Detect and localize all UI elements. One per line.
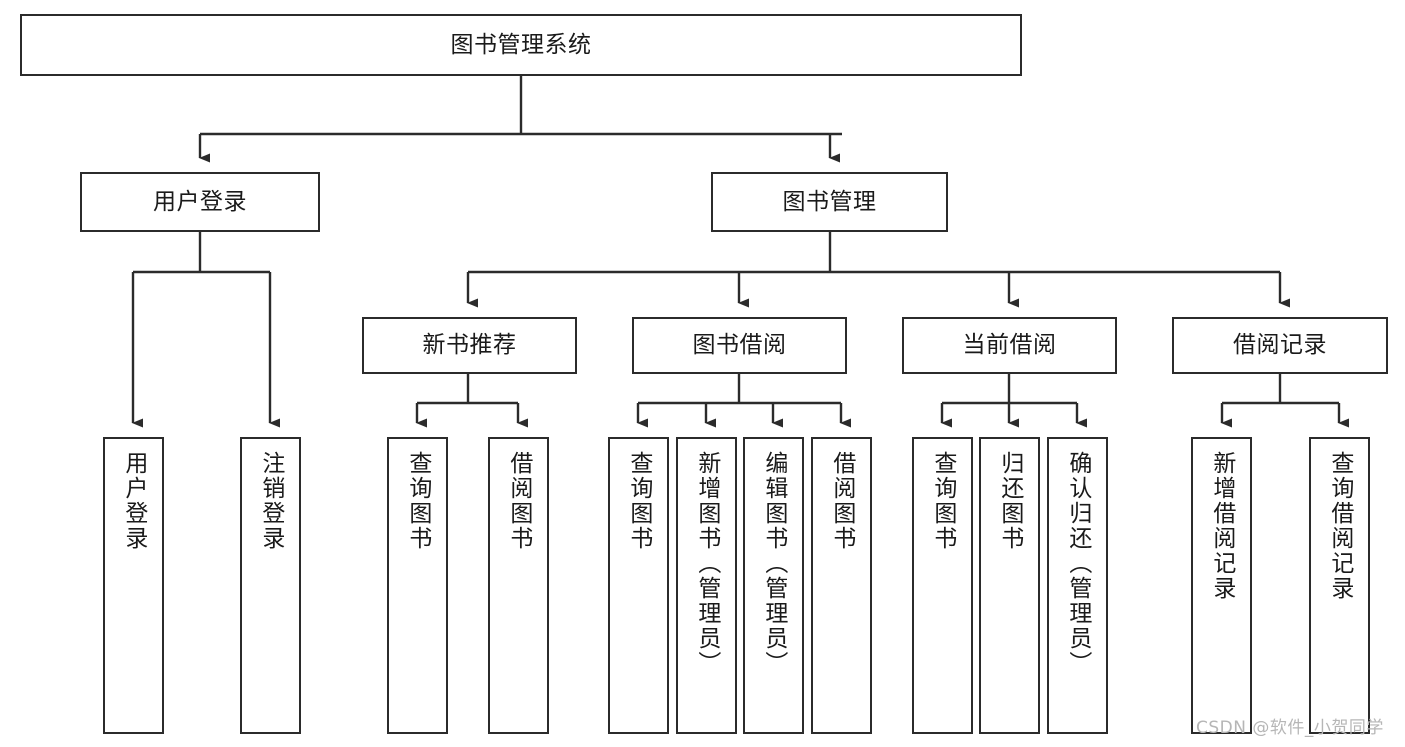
- node-leaf-query-book-new[interactable]: 查询图书: [387, 437, 448, 734]
- node-borrow-record[interactable]: 借阅记录: [1172, 317, 1388, 374]
- node-leaf-add-book-admin[interactable]: 新增图书（管理员）: [676, 437, 737, 734]
- node-book-manage[interactable]: 图书管理: [711, 172, 948, 232]
- node-label: 编辑图书（管理员）: [760, 451, 787, 676]
- node-leaf-query-book-borrow[interactable]: 查询图书: [608, 437, 669, 734]
- node-leaf-edit-book-admin[interactable]: 编辑图书（管理员）: [743, 437, 804, 734]
- node-book-borrow[interactable]: 图书借阅: [632, 317, 847, 374]
- node-new-book-recommendation[interactable]: 新书推荐: [362, 317, 577, 374]
- node-leaf-borrow-book-borrow[interactable]: 借阅图书: [811, 437, 872, 734]
- node-label: 注销登录: [257, 451, 284, 551]
- node-leaf-query-borrow-record[interactable]: 查询借阅记录: [1309, 437, 1370, 734]
- node-current-borrow[interactable]: 当前借阅: [902, 317, 1117, 374]
- node-label: 新书推荐: [422, 332, 517, 359]
- node-label: 图书借阅: [692, 332, 787, 359]
- node-label: 借阅记录: [1233, 332, 1327, 359]
- node-leaf-return-book[interactable]: 归还图书: [979, 437, 1040, 734]
- node-label: 新增借阅记录: [1208, 451, 1235, 601]
- node-leaf-borrow-book-new[interactable]: 借阅图书: [488, 437, 549, 734]
- node-label: 查询图书: [929, 451, 956, 551]
- node-label: 查询图书: [404, 451, 431, 551]
- node-user-login[interactable]: 用户登录: [80, 172, 320, 232]
- node-label: 归还图书: [996, 451, 1023, 551]
- node-label: 用户登录: [120, 451, 147, 551]
- node-leaf-logout[interactable]: 注销登录: [240, 437, 301, 734]
- node-label: 图书管理系统: [450, 31, 592, 58]
- node-leaf-add-borrow-record[interactable]: 新增借阅记录: [1191, 437, 1252, 734]
- node-label: 当前借阅: [962, 332, 1057, 359]
- node-label: 图书管理: [782, 188, 877, 215]
- node-label: 借阅图书: [828, 451, 855, 551]
- node-leaf-query-book-current[interactable]: 查询图书: [912, 437, 973, 734]
- node-label: 查询图书: [625, 451, 652, 551]
- node-root-book-management-system[interactable]: 图书管理系统: [20, 14, 1022, 76]
- node-leaf-user-login[interactable]: 用户登录: [103, 437, 164, 734]
- node-label: 新增图书（管理员）: [693, 451, 720, 676]
- node-leaf-confirm-return-admin[interactable]: 确认归还（管理员）: [1047, 437, 1108, 734]
- node-label: 确认归还（管理员）: [1064, 451, 1091, 676]
- node-label: 借阅图书: [505, 451, 532, 551]
- csdn-watermark: CSDN @软件_小贺同学: [1196, 718, 1384, 738]
- node-label: 查询借阅记录: [1326, 451, 1353, 601]
- node-label: 用户登录: [153, 188, 247, 215]
